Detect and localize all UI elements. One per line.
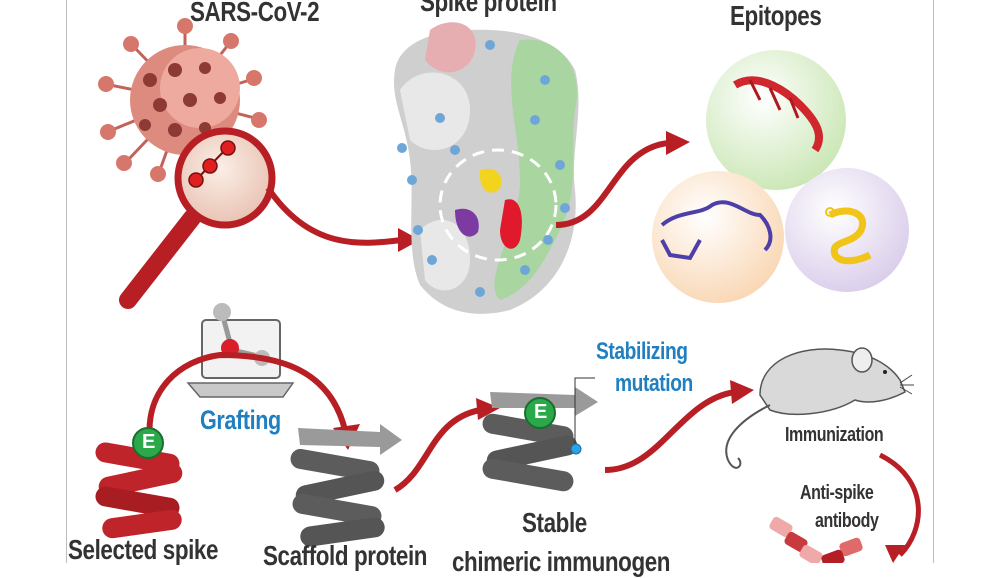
- selected-spike-illustration: [95, 427, 183, 539]
- stable-label: Stable: [522, 507, 587, 538]
- scaffold-protein-illustration: [290, 424, 402, 547]
- epitope-purple-bubble: [785, 168, 909, 292]
- computer-icon: [186, 303, 295, 398]
- epitope-badge-selected: E: [142, 431, 155, 453]
- arrow-to-chimeric: [393, 398, 500, 493]
- chimeric-immunogen-label: chimeric immunogen: [452, 546, 671, 577]
- mouse-illustration: [725, 347, 914, 469]
- antibody-label-line2: antibody: [815, 510, 879, 532]
- arrow-to-antibody: [878, 452, 921, 563]
- epitope-green-bubble: [706, 50, 846, 190]
- chimeric-immunogen-illustration: [482, 377, 598, 492]
- scaffold-protein-label: Scaffold protein: [263, 540, 428, 571]
- stabilizing-label-line1: Stabilizing: [596, 338, 688, 365]
- epitope-orange-bubble: [652, 171, 784, 303]
- spike-protein-illustration: [393, 22, 579, 314]
- left-frame-line: [66, 0, 67, 563]
- diagram-canvas: [95, 18, 921, 563]
- immunization-label: Immunization: [785, 424, 884, 446]
- right-frame-line: [933, 0, 934, 563]
- stabilizing-label-line2: mutation: [615, 370, 693, 397]
- arrow-to-spike: [265, 186, 420, 252]
- antibody-illustration: [769, 516, 863, 563]
- epitope-badge-chimeric: E: [534, 401, 547, 423]
- epitopes-label: Epitopes: [730, 0, 822, 31]
- spike-protein-label: Spike protein: [420, 0, 557, 17]
- grafting-label: Grafting: [200, 405, 281, 435]
- selected-spike-label: Selected spike: [68, 534, 219, 565]
- arrow-to-mouse: [604, 380, 754, 473]
- arrow-to-epitopes: [555, 131, 690, 228]
- virus-illustration: [98, 18, 267, 182]
- magnifier-icon: [119, 127, 276, 309]
- virus-label: SARS-CoV-2: [190, 0, 320, 27]
- antibody-label-line1: Anti-spike: [800, 482, 874, 504]
